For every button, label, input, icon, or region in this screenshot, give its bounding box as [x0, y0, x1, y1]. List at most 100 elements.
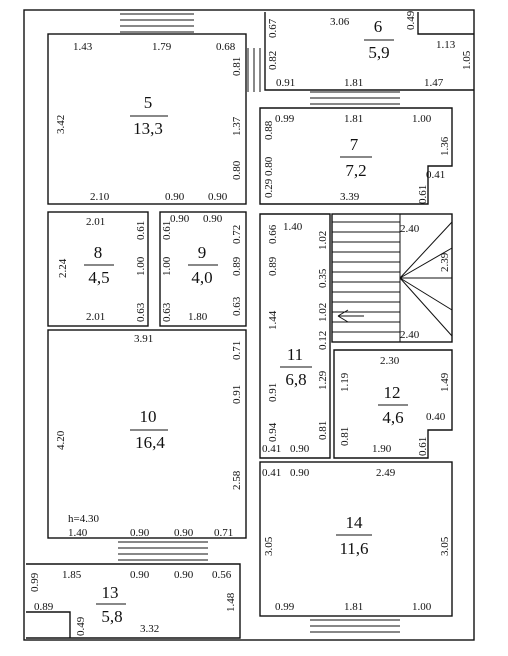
dim-label: 1.79	[152, 41, 172, 53]
dim-label: 3.05	[439, 536, 451, 556]
door-room-5	[247, 48, 261, 92]
room-8-outline	[47, 211, 149, 327]
dim-label: 0.29	[263, 178, 275, 198]
dim-label: 0.41	[426, 169, 445, 181]
outer-frame	[23, 9, 475, 641]
dim-label: 0.99	[275, 601, 295, 613]
dim-label: 0.81	[339, 427, 351, 446]
dim-label: 3.39	[340, 191, 360, 203]
dim-label: 2.01	[86, 311, 105, 323]
dim-label: 0.41	[262, 443, 281, 455]
room-7-outline	[259, 107, 453, 205]
dim-label: 0.12	[317, 331, 329, 350]
dim-label: 0.91	[267, 383, 279, 402]
room-7-area: 7,2	[345, 161, 366, 180]
dim-label: 1.43	[73, 41, 93, 53]
dim-label: 1.00	[412, 113, 432, 125]
room-9-number: 9	[198, 243, 207, 262]
dim-label: 3.32	[140, 623, 159, 635]
dim-label: 2.24	[57, 258, 69, 278]
dim-label: 3.42	[55, 115, 67, 134]
dim-label: 0.90	[290, 443, 310, 455]
room-6-number: 6	[374, 17, 383, 36]
room-10-outline	[47, 329, 247, 539]
dim-label: 0.82	[267, 51, 279, 70]
dim-label: 0.88	[263, 120, 275, 140]
dim-label: 1.36	[439, 136, 451, 156]
room-9-area: 4,0	[191, 268, 212, 287]
room-10-area: 16,4	[135, 433, 165, 452]
room-12-area: 4,6	[382, 408, 403, 427]
room-12-number: 12	[384, 383, 401, 402]
dim-label: 0.71	[231, 341, 243, 360]
dim-label: 0.66	[267, 224, 279, 244]
room-8-number: 8	[94, 243, 103, 262]
room-5-outline	[47, 33, 247, 205]
dim-label: 1.81	[344, 113, 363, 125]
dim-label: 0.80	[231, 160, 243, 180]
dim-label: 1.13	[436, 39, 456, 51]
dim-label: 1.81	[344, 601, 363, 613]
room-13-outline	[26, 563, 241, 639]
room-13-number: 13	[102, 583, 119, 602]
dim-label: 0.71	[214, 527, 233, 539]
dim-label: 1.80	[188, 311, 208, 323]
dim-label: 0.89	[34, 601, 54, 613]
dim-label: 3.05	[263, 536, 275, 556]
dimension-labels: 1.43 1.79 0.68 2.10 0.90 0.90 3.06 1.13 …	[34, 16, 456, 635]
dim-label: 0.61	[417, 185, 429, 204]
dim-label: 0.90	[208, 191, 228, 203]
room-8-area: 4,5	[88, 268, 109, 287]
dim-label: 0.90	[290, 467, 310, 479]
dim-label: 1.19	[339, 372, 351, 392]
dim-label: 2.58	[231, 470, 243, 490]
dim-label: 0.61	[135, 221, 147, 240]
room-14-number: 14	[346, 513, 364, 532]
dim-label: 0.80	[263, 156, 275, 176]
vertical-dimension-labels: 3.42 1.37 0.81 0.82 0.67 0.49 1.05 0.88 …	[29, 10, 473, 636]
room-5-area: 13,3	[133, 119, 163, 138]
dim-label: 0.90	[165, 191, 185, 203]
dim-label: 2.30	[380, 355, 400, 367]
dim-label: 1.85	[62, 569, 82, 581]
dim-label: 0.90	[130, 527, 150, 539]
room-7-number: 7	[350, 135, 359, 154]
dim-label: 1.29	[317, 370, 329, 390]
staircase	[332, 214, 453, 342]
dim-label: 1.02	[317, 303, 329, 322]
window-top	[120, 13, 194, 33]
dim-label: 1.02	[317, 231, 329, 250]
dim-label: 0.81	[317, 421, 329, 440]
dim-label: 1.00	[161, 256, 173, 276]
dim-label: 0.99	[275, 113, 295, 125]
dim-label: 0.99	[29, 572, 41, 592]
dim-label: 0.90	[130, 569, 150, 581]
window-room-10	[118, 541, 208, 561]
dim-label: 0.90	[203, 213, 223, 225]
dim-label: 0.81	[231, 57, 243, 76]
room-14-outline	[259, 461, 453, 617]
room-9-outline	[159, 211, 247, 327]
dim-label: 1.90	[372, 443, 392, 455]
window-room-14	[310, 619, 400, 633]
room-14-area: 11,6	[339, 539, 368, 558]
dim-label: 2.49	[376, 467, 396, 479]
room-11-area: 6,8	[285, 370, 306, 389]
dim-label: 0.94	[267, 422, 279, 442]
dim-label: 0.63	[231, 296, 243, 316]
dim-label: 0.89	[267, 256, 279, 276]
dim-label: 0.89	[231, 256, 243, 276]
room-6-outline	[264, 12, 474, 91]
dim-label: 1.00	[412, 601, 432, 613]
dim-label: 0.49	[405, 10, 417, 30]
dim-label: 2.39	[439, 252, 451, 272]
dim-label: 0.61	[417, 437, 429, 456]
dim-label: 0.68	[216, 41, 236, 53]
dim-label: 0.90	[174, 569, 194, 581]
dim-label: 2.40	[400, 329, 420, 341]
room-12-outline	[333, 349, 453, 459]
dim-label: 1.48	[225, 592, 237, 612]
dim-label: 2.10	[90, 191, 110, 203]
dim-label: 1.37	[231, 116, 243, 136]
